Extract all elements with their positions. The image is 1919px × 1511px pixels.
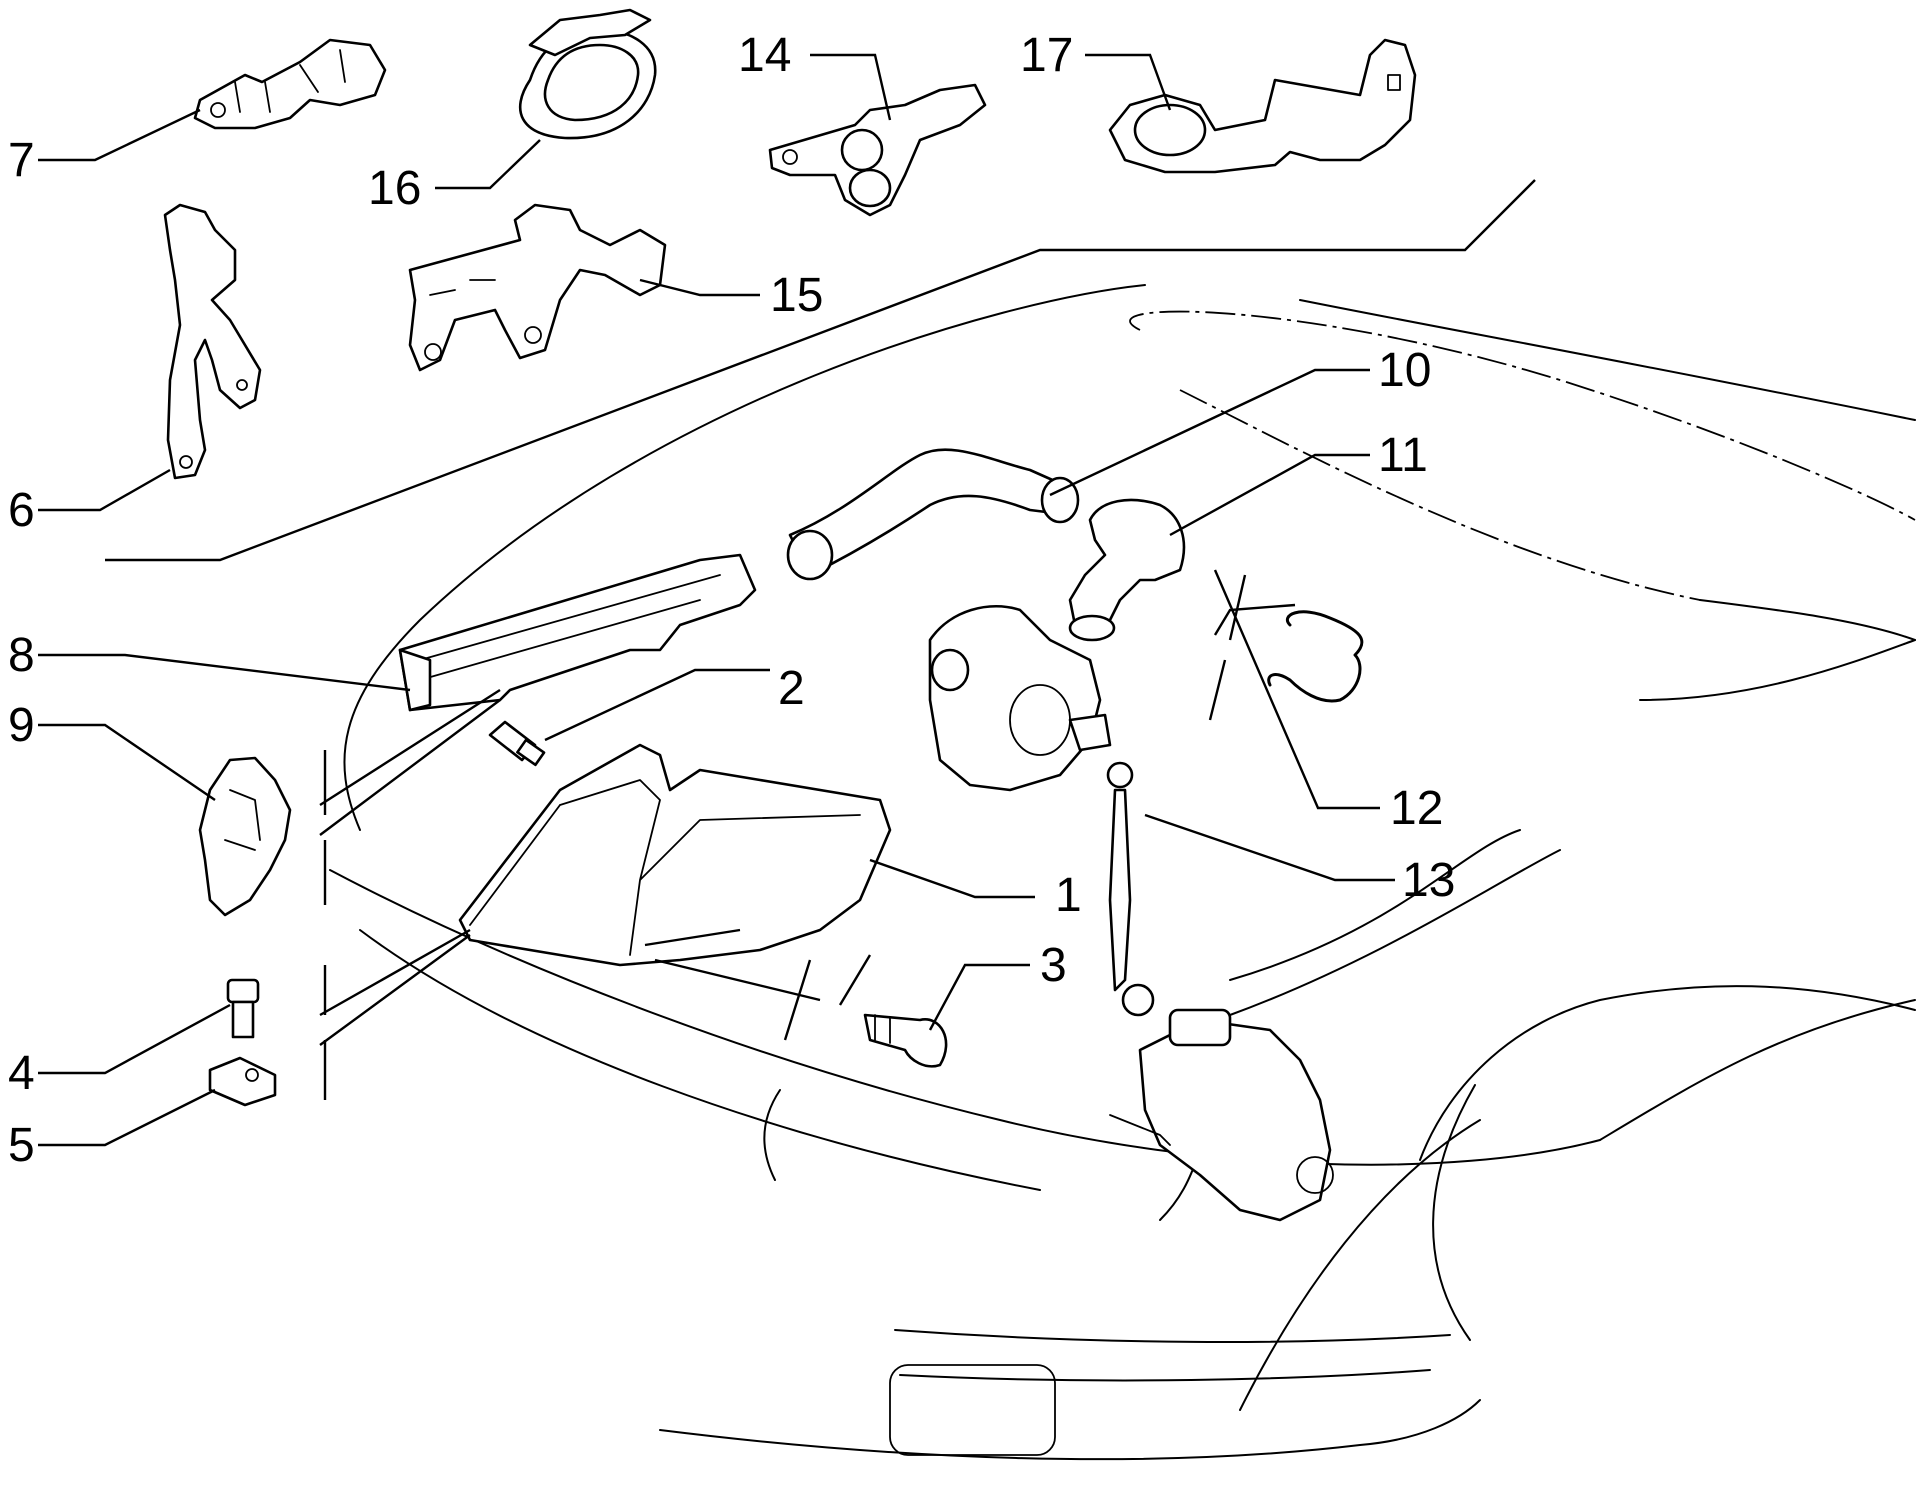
leader-lines [38,53,1536,1147]
callout-label-17: 17 [1020,29,1073,82]
part-5-nut [208,1056,277,1107]
part-3-plastic-clip [863,1013,948,1068]
part-2-bolt [488,720,546,767]
part-1-shield [458,743,892,967]
callout-label-10: 10 [1378,344,1431,397]
part-15-bracket [408,203,667,372]
part-12-spring-clip [1267,610,1364,703]
callout-label-16: 16 [368,162,421,215]
callout-label-8: 8 [8,629,35,682]
part-4-bolt [226,978,260,1039]
part-6-bracket [163,203,262,480]
callout-label-1: 1 [1055,869,1082,922]
callout-label-7: 7 [8,134,35,187]
callout-label-15: 15 [770,269,823,322]
callout-label-4: 4 [8,1047,35,1100]
alternator [928,604,1112,792]
callout-label-11: 11 [1378,429,1428,482]
part-9-bracket [198,756,292,917]
callout-label-6: 6 [8,484,35,537]
part-16-hose-clamp [519,8,657,140]
callout-label-9: 9 [8,699,35,752]
callout-label-5: 5 [8,1119,35,1172]
car-body-outline [329,284,1916,1461]
part-13-ground-strap [1106,761,1155,1017]
part-11-elbow-hose [1068,498,1186,642]
callout-label-14: 14 [738,29,791,82]
callout-label-12: 12 [1390,782,1443,835]
callout-label-3: 3 [1040,939,1067,992]
starter-motor [1109,1008,1334,1222]
callout-label-2: 2 [778,662,805,715]
part-17-support-bracket [1108,38,1417,174]
part-8-cover [398,553,757,712]
assembly-lines [323,574,1247,1100]
part-10-corrugated-hose [786,448,1080,581]
part-14-dual-clamp [768,83,987,217]
callout-label-13: 13 [1402,854,1455,907]
part-7-bracket [193,38,387,130]
